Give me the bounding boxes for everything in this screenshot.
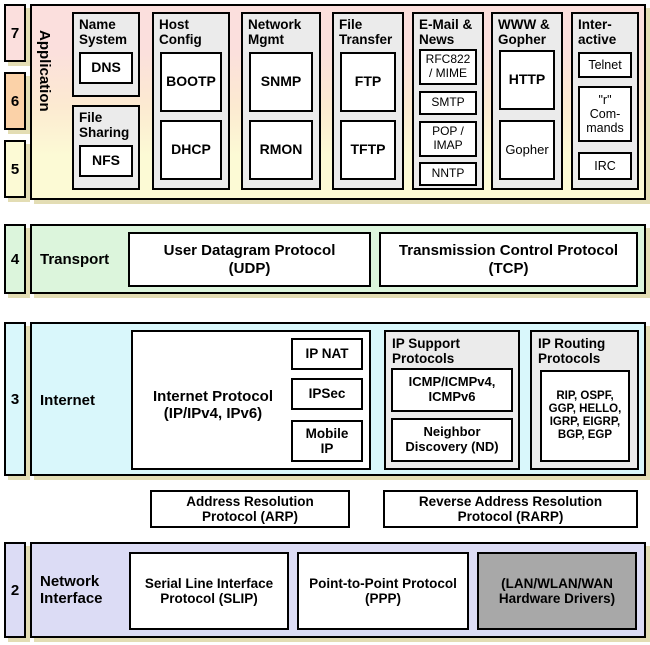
layer-number-6: 6 [4, 72, 26, 130]
group-interactive-title: Inter- active [578, 17, 617, 48]
protocol-tcp[interactable]: Transmission Control Protocol (TCP) [379, 232, 638, 287]
protocol-arp[interactable]: Address Resolution Protocol (ARP) [150, 490, 350, 528]
protocol-ipsec[interactable]: IPSec [291, 378, 363, 410]
panel-internet-protocol-center: Internet Protocol (IP/IPv4, IPv6) [152, 388, 273, 423]
group-name-system-title: Name System [79, 17, 128, 48]
protocol-pop-imap[interactable]: POP / IMAP [419, 121, 477, 157]
network-interface-layer-label: Network Interface [40, 573, 103, 608]
protocol-neighbor-discovery[interactable]: Neighbor Discovery (ND) [391, 418, 513, 462]
protocol-http[interactable]: HTTP [499, 50, 555, 110]
group-file-sharing-title: File Sharing [79, 110, 130, 141]
panel-ip-support-protocols-title: IP Support Protocols [392, 336, 461, 367]
transport-layer-label: Transport [40, 251, 110, 268]
layer-number-2: 2 [4, 542, 26, 638]
group-network-mgmt-title: Network Mgmt [248, 17, 302, 48]
protocol-udp[interactable]: User Datagram Protocol (UDP) [128, 232, 371, 287]
protocol-ppp[interactable]: Point-to-Point Protocol (PPP) [297, 552, 469, 630]
layer-number-2-text: 2 [10, 581, 20, 599]
protocol-rarp[interactable]: Reverse Address Resolution Protocol (RAR… [383, 490, 638, 528]
protocol-dhcp[interactable]: DHCP [160, 120, 222, 180]
group-www-gopher-title: WWW & Gopher [498, 17, 550, 48]
protocol-smtp[interactable]: SMTP [419, 91, 477, 115]
protocol-rmon[interactable]: RMON [249, 120, 313, 180]
layer-number-3-text: 3 [10, 390, 20, 408]
protocol-routing-list[interactable]: RIP, OSPF, GGP, HELLO, IGRP, EIGRP, BGP,… [540, 370, 630, 462]
layer-number-3: 3 [4, 322, 26, 476]
protocol-mobile-ip[interactable]: Mobile IP [291, 420, 363, 462]
protocol-r-commands[interactable]: "r" Com- mands [578, 86, 632, 142]
layer-number-4-text: 4 [10, 250, 20, 268]
protocol-bootp[interactable]: BOOTP [160, 52, 222, 112]
protocol-nfs[interactable]: NFS [79, 145, 133, 177]
group-file-transfer-title: File Transfer [339, 17, 393, 48]
group-email-news-title: E-Mail & News [419, 17, 473, 48]
internet-layer-label: Internet [40, 392, 96, 409]
protocol-rfc822-mime[interactable]: RFC822 / MIME [419, 49, 477, 85]
protocol-ip-nat[interactable]: IP NAT [291, 338, 363, 370]
protocol-nntp[interactable]: NNTP [419, 162, 477, 186]
protocol-hardware-drivers[interactable]: (LAN/WLAN/WAN Hardware Drivers) [477, 552, 637, 630]
protocol-tftp[interactable]: TFTP [340, 120, 396, 180]
group-host-config-title: Host Config [159, 17, 202, 48]
layer-number-4: 4 [4, 224, 26, 294]
protocol-dns[interactable]: DNS [79, 52, 133, 84]
protocol-icmp[interactable]: ICMP/ICMPv4, ICMPv6 [391, 368, 513, 412]
protocol-snmp[interactable]: SNMP [249, 52, 313, 112]
protocol-ftp[interactable]: FTP [340, 52, 396, 112]
protocol-gopher[interactable]: Gopher [499, 120, 555, 180]
layer-number-5-text: 5 [10, 160, 20, 178]
layer-number-7: 7 [4, 4, 26, 62]
application-layer-label: Application [36, 30, 53, 112]
layer-number-7-text: 7 [10, 24, 20, 42]
panel-ip-routing-protocols-title: IP Routing Protocols [538, 336, 606, 367]
protocol-irc[interactable]: IRC [578, 152, 632, 180]
protocol-slip[interactable]: Serial Line Interface Protocol (SLIP) [129, 552, 289, 630]
protocol-telnet[interactable]: Telnet [578, 52, 632, 78]
layer-number-6-text: 6 [10, 92, 20, 110]
layer-number-5: 5 [4, 140, 26, 198]
